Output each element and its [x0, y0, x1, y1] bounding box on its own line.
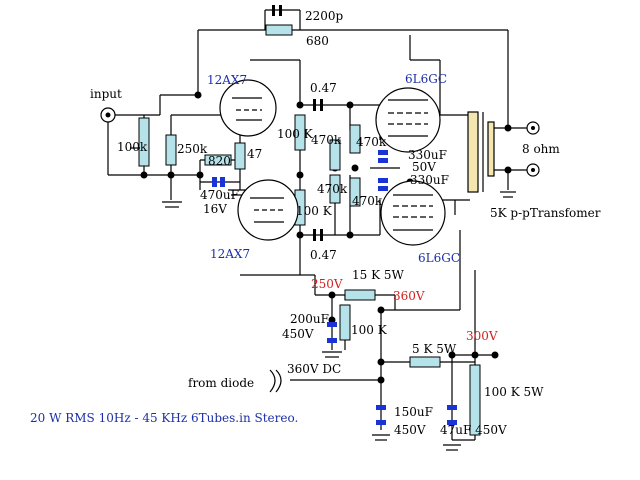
label-250k: 250k	[177, 142, 208, 156]
label-2200p: 2200p	[305, 9, 344, 23]
label-tube-12ax7-bottom: 12AX7	[210, 247, 250, 261]
label-150uf: 150uF	[394, 405, 433, 419]
label-100k-top: 100 K	[277, 127, 314, 141]
label-input: input	[90, 87, 122, 101]
resistor-470k-b	[349, 124, 361, 154]
resistor-470k-c	[329, 174, 341, 204]
input-jack	[100, 107, 116, 123]
resistor-680	[265, 24, 293, 36]
label-330uf-bottom: 330uF	[410, 173, 449, 187]
label-100k-5w: 100 K 5W	[484, 385, 544, 399]
resistor-470k-a	[329, 139, 341, 171]
resistor-100k-top	[294, 114, 306, 151]
label-047-top: 0.47	[310, 81, 337, 95]
label-680: 680	[306, 34, 329, 48]
label-330uf-voltage: 50V	[412, 160, 436, 174]
resistor-15k-5w	[344, 289, 376, 301]
resistor-47	[234, 142, 246, 170]
label-470k-b: 470k	[356, 135, 387, 149]
label-470k-a: 470k	[311, 133, 342, 147]
label-150uf-voltage: 450V	[394, 423, 426, 437]
label-5k-5w: 5 K 5W	[412, 342, 457, 356]
output-transformer	[467, 111, 495, 193]
label-470uf-voltage: 16V	[203, 202, 227, 216]
speaker-terminals	[526, 121, 540, 177]
label-470uf: 470uF	[200, 188, 239, 202]
resistor-100k-5w	[469, 364, 481, 436]
resistor-470k-d	[349, 177, 361, 207]
resistor-input-pot	[138, 117, 150, 167]
label-820: 820	[208, 154, 231, 168]
label-100k-ps: 100 K	[351, 323, 388, 337]
label-300v: 300V	[466, 329, 498, 343]
label-47: 47	[247, 147, 262, 161]
label-100k-bottom: 100 K	[296, 204, 333, 218]
footer-spec: 20 W RMS 10Hz - 45 KHz 6Tubes.in Stereo.	[30, 411, 298, 425]
resistor-250k	[165, 134, 177, 166]
label-8-ohm: 8 ohm	[522, 142, 560, 156]
diode-input-arc	[269, 369, 276, 393]
label-15k-5w: 15 K 5W	[352, 268, 404, 282]
label-47uf: 47uF 450V	[440, 423, 507, 437]
label-330uf-top: 330uF	[408, 148, 447, 162]
label-047-bottom: 0.47	[310, 248, 337, 262]
resistor-820	[204, 154, 232, 166]
label-tube-6l6gc-bottom: 6L6GC	[418, 251, 460, 265]
resistor-5k-5w	[409, 356, 441, 368]
resistor-100k-ps	[339, 304, 351, 341]
label-from-diode: from diode	[188, 376, 254, 390]
label-360v: 360V	[393, 289, 425, 303]
capacitors	[212, 5, 457, 425]
tube-6l6gc-top	[375, 87, 441, 153]
label-360v-dc: 360V DC	[287, 362, 341, 376]
label-200uf-voltage: 450V	[282, 327, 314, 341]
label-input-pot: 100k	[117, 140, 148, 154]
label-200uf: 200uF	[290, 312, 329, 326]
label-tube-12ax7-top: 12AX7	[207, 73, 247, 87]
label-470k-c: 470k	[317, 182, 348, 196]
tube-12ax7-bottom	[237, 179, 299, 241]
label-470k-d: 470k	[352, 194, 383, 208]
tube-6l6gc-bottom	[380, 180, 446, 246]
label-tube-6l6gc-top: 6L6GC	[405, 72, 447, 86]
label-250v: 250V	[311, 277, 343, 291]
label-transformer: 5K p-pTransfomer	[490, 206, 601, 220]
tube-12ax7-top	[219, 79, 277, 137]
